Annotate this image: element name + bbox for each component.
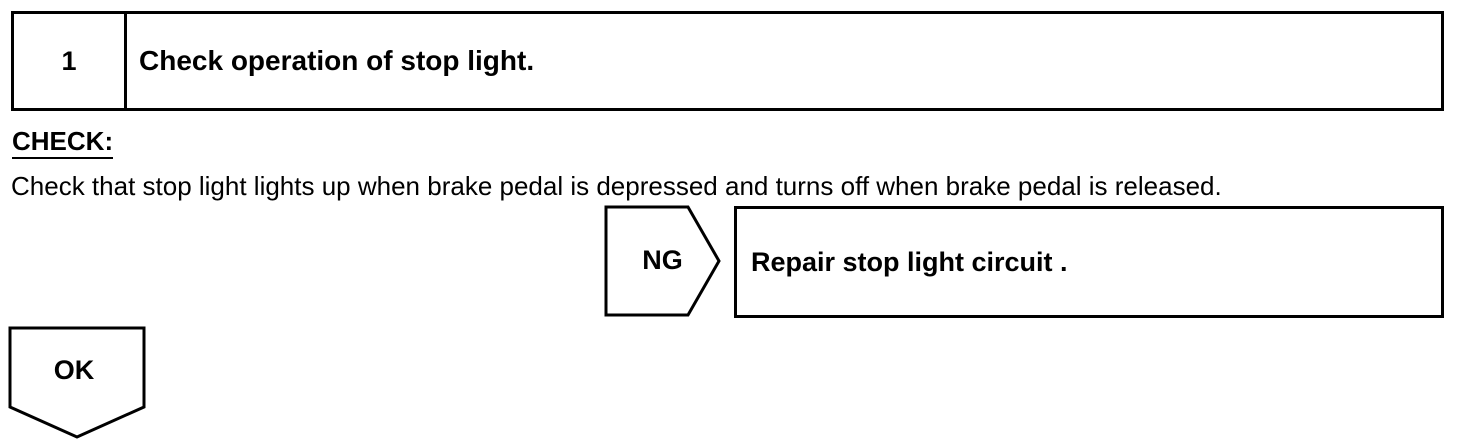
step-title: Check operation of stop light. [139,45,535,76]
step-number: 1 [14,14,127,108]
ng-arrow-shape [604,205,721,317]
check-heading: CHECK: [12,126,114,159]
ng-action-box: Repair stop light circuit . [734,206,1444,318]
step-header: 1 Check operation of stop light. [11,11,1444,111]
ok-label: OK [53,355,95,385]
check-instruction: Check that stop light lights up when bra… [11,171,1222,201]
ok-arrow-shape [8,326,146,439]
ng-action-text: Repair stop light circuit . [751,246,1068,277]
ng-label: NG [642,245,683,275]
